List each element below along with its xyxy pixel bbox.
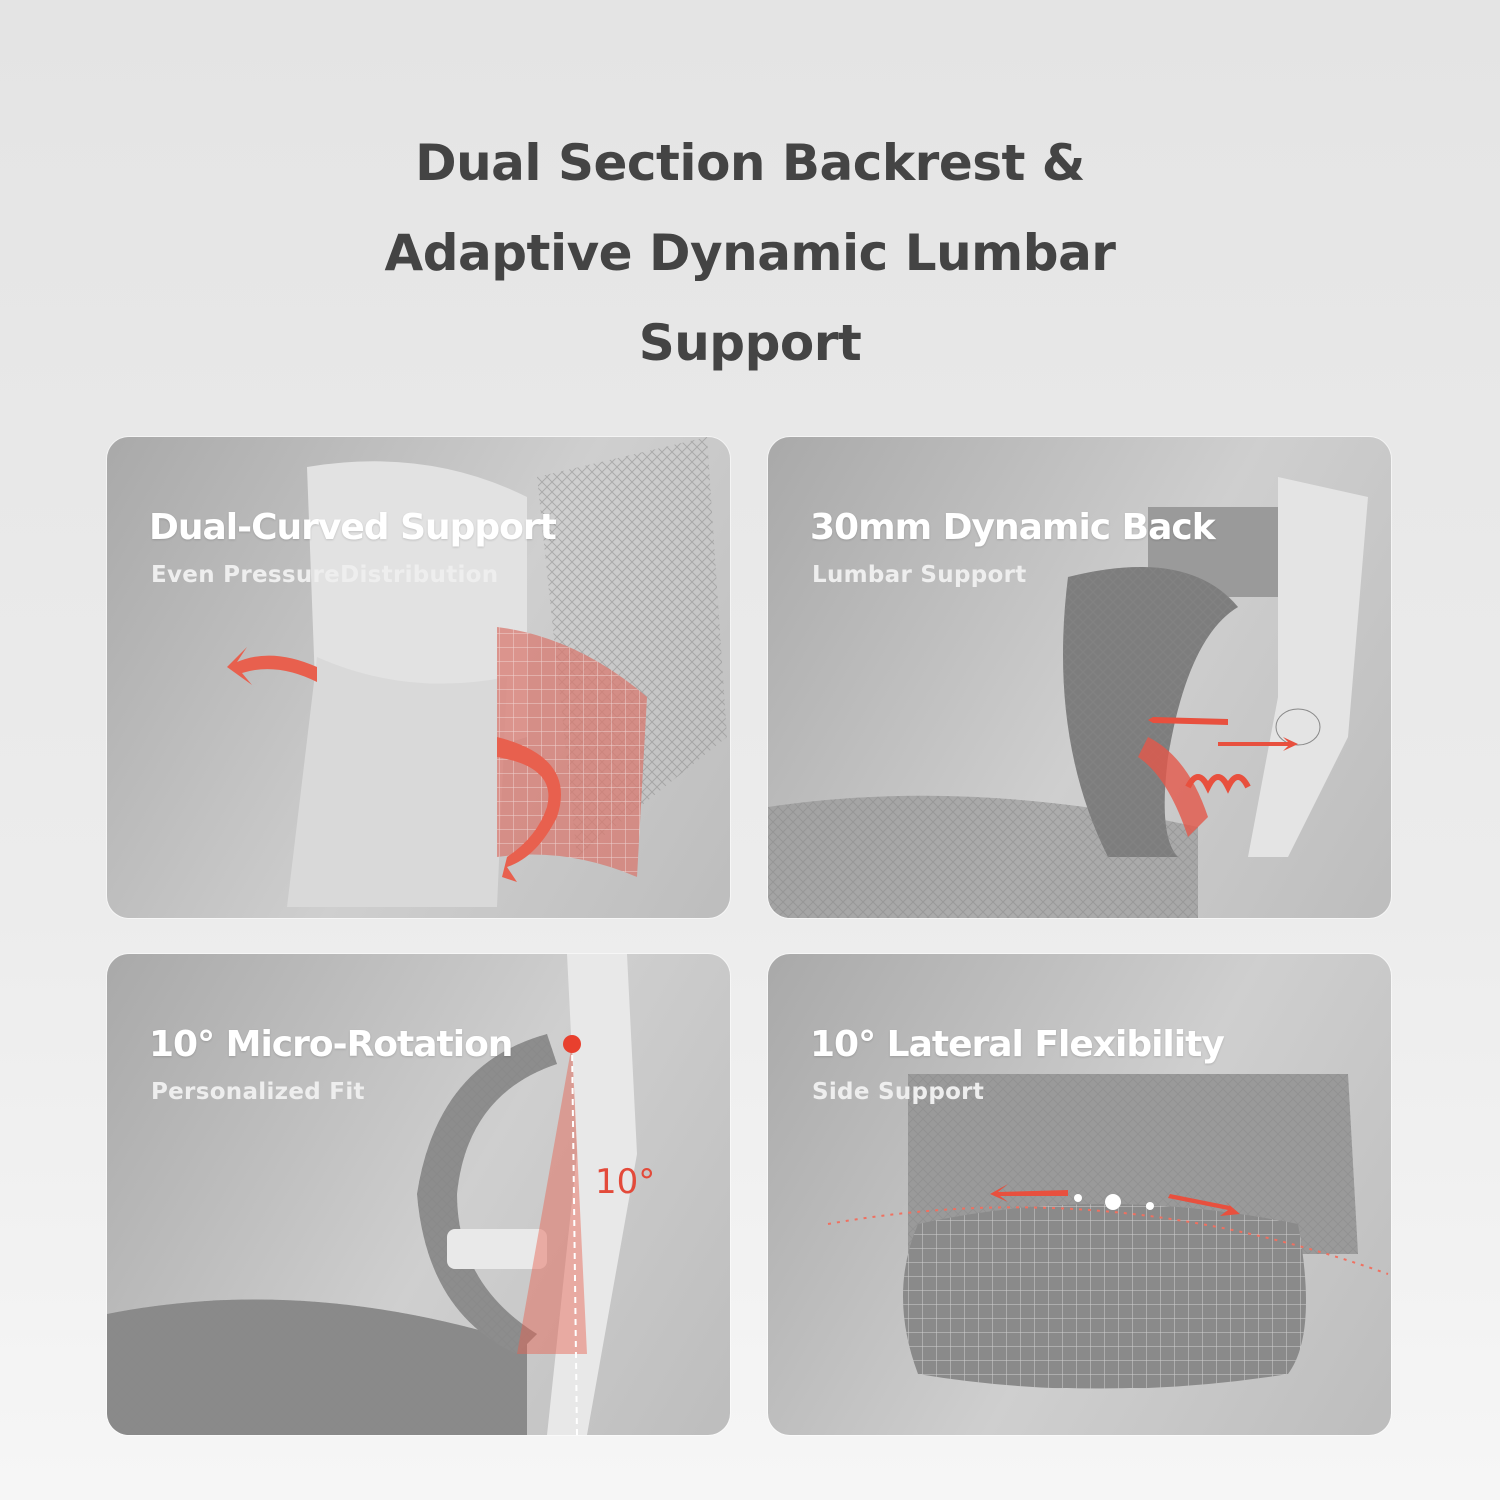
angle-label: 10° xyxy=(595,1162,656,1202)
card-title: 10° Lateral Flexibility xyxy=(810,1024,1225,1065)
card-title: 30mm Dynamic Back xyxy=(810,507,1216,548)
feature-card-micro-rotation: 10° Micro-Rotation Personalized Fit 10° xyxy=(107,954,730,1435)
backrest-illustration xyxy=(768,477,1368,918)
card-title: 10° Micro-Rotation xyxy=(149,1024,513,1065)
lumbar-illustration xyxy=(227,437,727,907)
title-line-3: Support xyxy=(638,314,862,372)
card-subtitle: Personalized Fit xyxy=(151,1079,365,1105)
card-title: Dual-Curved Support xyxy=(149,507,557,548)
rotation-illustration xyxy=(107,954,637,1435)
page-title: Dual Section Backrest & Adaptive Dynamic… xyxy=(0,118,1500,388)
feature-card-dynamic-back: 30mm Dynamic Back Lumbar Support xyxy=(768,437,1391,918)
lateral-illustration xyxy=(827,1074,1389,1389)
title-line-2: Adaptive Dynamic Lumbar xyxy=(384,224,1116,282)
card-subtitle: Side Support xyxy=(812,1079,985,1105)
feature-card-lateral-flexibility: 10° Lateral Flexibility Side Support xyxy=(768,954,1391,1435)
card-subtitle: Even PressureDistribution xyxy=(151,562,499,588)
card-subtitle: Lumbar Support xyxy=(812,562,1027,588)
feature-card-dual-curved: Dual-Curved Support Even PressureDistrib… xyxy=(107,437,730,918)
title-line-1: Dual Section Backrest & xyxy=(415,134,1085,192)
